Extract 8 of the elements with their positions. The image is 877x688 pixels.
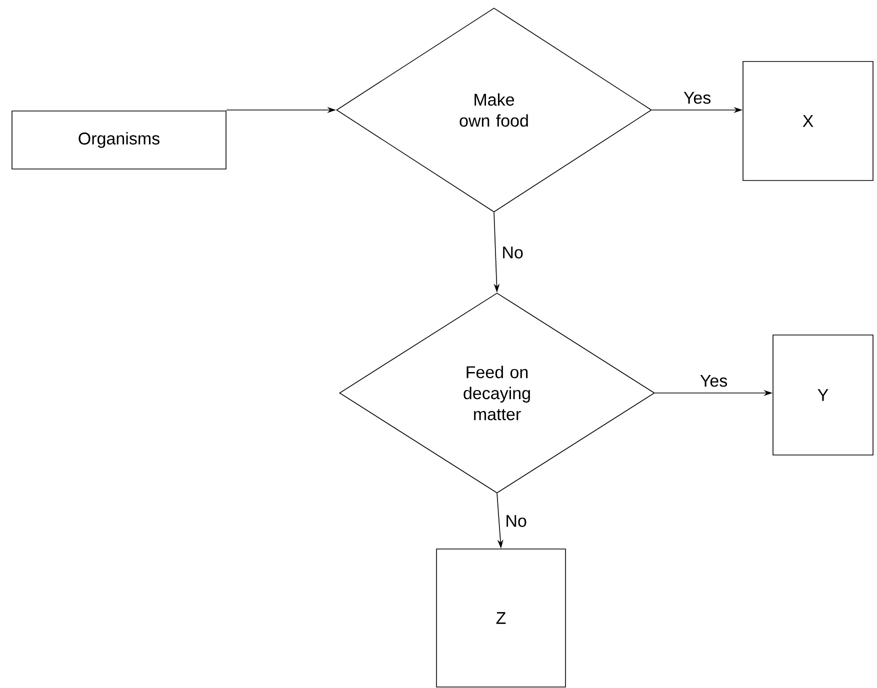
- process-box: X: [742, 61, 874, 181]
- process-box: Organisms: [12, 110, 226, 170]
- edge-label: Yes: [681, 90, 714, 106]
- edge-label: No: [500, 244, 526, 260]
- process-box: Z: [436, 548, 566, 688]
- edge-label: No: [503, 513, 529, 529]
- process-box: Y: [772, 334, 874, 456]
- edge-label: Yes: [698, 372, 730, 389]
